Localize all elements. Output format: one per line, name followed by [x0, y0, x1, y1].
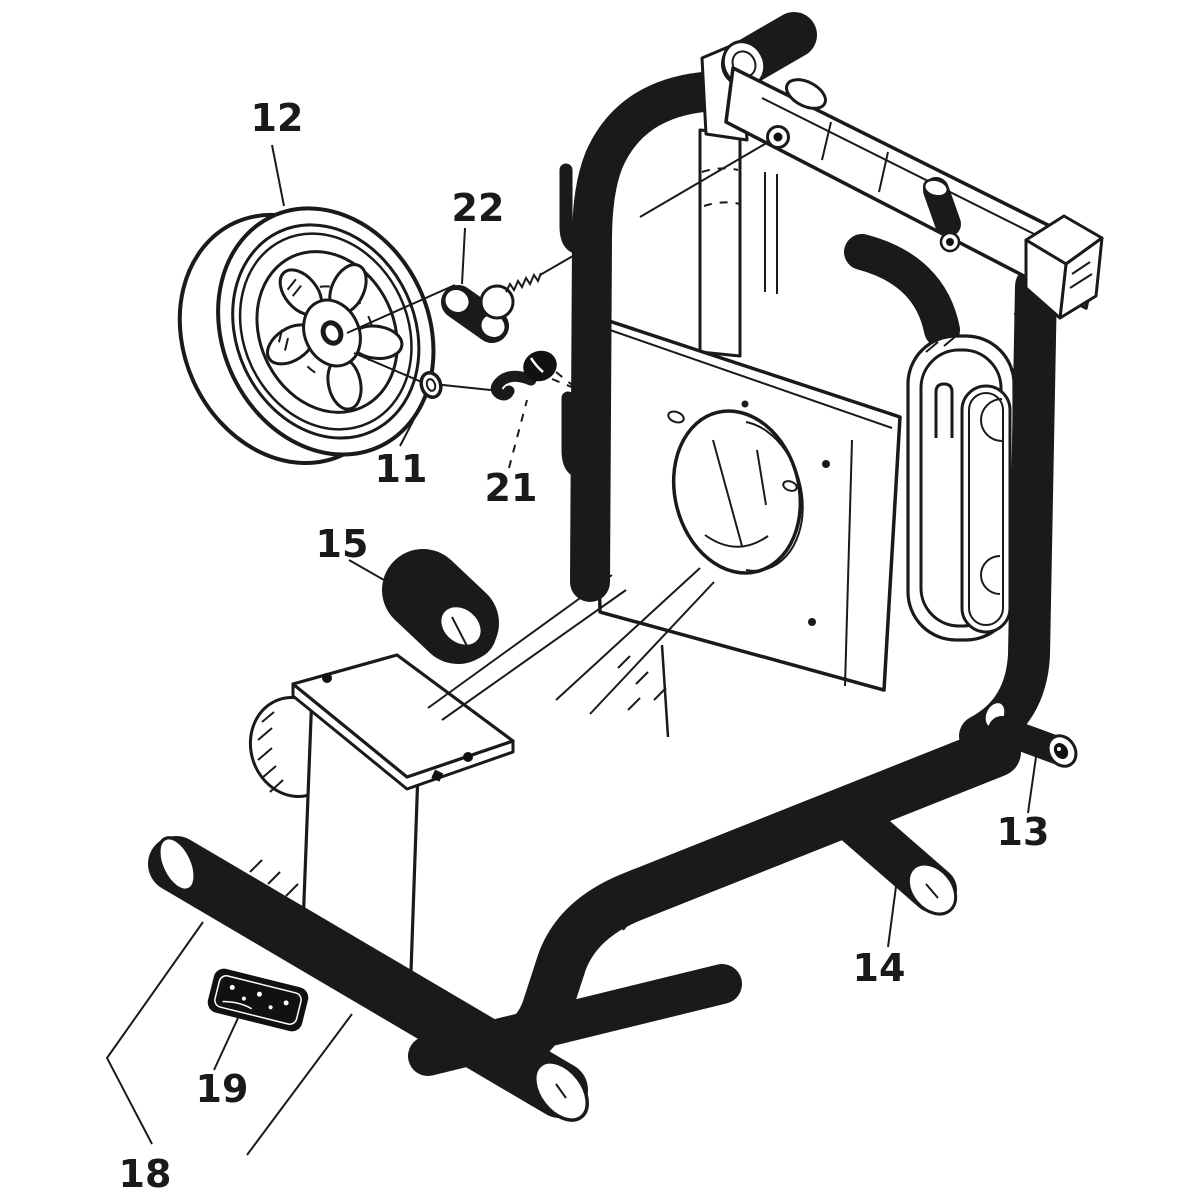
callout-15: 15: [316, 522, 369, 566]
wheel-spokes: [265, 263, 404, 411]
callout-labels: 12 22 11 21 15 13 14 19 18: [119, 96, 1050, 1196]
front-leg-tube: [148, 836, 589, 1122]
washer: [419, 371, 443, 399]
wheel: [177, 206, 436, 466]
callout-14: 14: [853, 946, 906, 990]
callout-12: 12: [251, 96, 304, 140]
callout-21: 21: [485, 466, 538, 510]
callout-13: 13: [997, 810, 1050, 854]
leader-lines: [105, 144, 1037, 1156]
frame-top-bar: [700, 12, 1104, 320]
weld-hatching: [559, 906, 635, 983]
thumb-screw: [441, 272, 542, 343]
axle-centerline: [346, 284, 456, 334]
callout-11: 11: [375, 447, 428, 491]
warning-label: [207, 968, 309, 1032]
callout-22: 22: [452, 186, 505, 230]
frame-left-bow: [559, 72, 723, 602]
roller-bushing: [382, 549, 499, 664]
hook-bracket-lower: [561, 391, 603, 479]
support-plate: [291, 653, 515, 791]
axle-centerline-upper: [639, 140, 771, 218]
rear-cross-tube: [833, 799, 958, 916]
frame-right-side: [844, 234, 1078, 768]
callout-18: 18: [119, 1152, 172, 1196]
callout-19: 19: [196, 1067, 249, 1111]
pedestal-assembly: [148, 653, 589, 1122]
back-panel: [427, 314, 902, 738]
hook-pin: [490, 350, 577, 401]
cross-pin: [982, 700, 1078, 768]
gusset-hatching: [257, 711, 284, 793]
panel-braces: [427, 567, 715, 738]
frame-bottom: [408, 727, 1021, 1076]
latch-tab: [934, 382, 954, 438]
hook-bracket-upper: [559, 163, 600, 255]
frame-rear-post: [698, 128, 778, 358]
corner-box: [1024, 214, 1104, 320]
